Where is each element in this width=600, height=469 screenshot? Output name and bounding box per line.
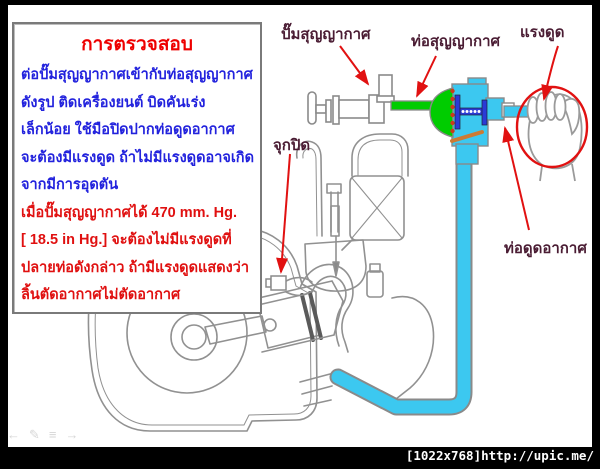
instruction-box: การตรวจสอบ ต่อปั๊มสุญญากาศเข้ากับท่อสุญญ… [12, 22, 262, 314]
pump-port [378, 74, 393, 98]
instruction-line: [ 18.5 in Hg.] จะต้องไม่มีแรงดูดที่ [21, 232, 232, 248]
air-cutoff-hose [329, 141, 473, 416]
engine-crosssection [87, 133, 435, 432]
instruction-line: ปลายท่อดังกล่าว ถ้ามีแรงดูดแสดงว่า [21, 259, 249, 276]
watermark-text: [1022x768]http://upic.me/ [405, 448, 594, 463]
diaphragm-rivets [450, 88, 455, 134]
diaphragm [429, 87, 454, 138]
air-cleaner-box [349, 175, 405, 241]
valve-lever [450, 130, 484, 143]
air-cutoff-valve [429, 77, 505, 165]
hand [526, 91, 583, 182]
instruction-line: ลิ้นตัดอากาศไม่ตัดอากาศ [21, 287, 181, 303]
valve-spring [461, 110, 481, 113]
air-tube-arrow [502, 126, 530, 231]
forward-icon[interactable]: → [65, 427, 79, 442]
label-vacuum-pump: ปั๊มสุญญากาศ [281, 26, 371, 43]
label-suction: แรงดูด [520, 24, 565, 41]
viewer-toolbar: ← ✎ ≡ → [7, 428, 79, 441]
vacuum-tube-arrow [416, 55, 437, 98]
label-vacuum-tube: ท่อสุญญากาศ [411, 33, 501, 50]
suction-arrow [541, 45, 559, 101]
closing-plug [265, 275, 287, 291]
instruction-line: เมื่อปั๊มสุญญากาศได้ 470 mm. Hg. [21, 204, 237, 221]
instruction-title: การตรวจสอบ [81, 34, 193, 55]
pump-arrow [339, 45, 370, 86]
label-air-suction-tube: ท่อดูดอากาศ [504, 240, 587, 257]
instruction-line: ต่อปั๊มสุญญากาศเข้ากับท่อสุญญากาศ [21, 67, 253, 83]
instruction-line: จะต้องมีแรงดูด ถ้าไม่มีแรงดูดอาจเกิด [21, 149, 254, 166]
list-icon[interactable]: ≡ [48, 427, 57, 442]
connecting-rod [204, 315, 267, 345]
instruction-lines: ต่อปั๊มสุญญากาศเข้ากับท่อสุญญากาศดังรูป … [14, 59, 260, 310]
instruction-line: ดังรูป ติดเครื่องยนต์ บิดคันเร่ง [21, 94, 206, 111]
back-icon[interactable]: ← [7, 427, 20, 442]
plug-arrow [276, 153, 291, 274]
instruction-line: จากมีการอุดตัน [21, 177, 119, 193]
instruction-line: เล็กน้อย ใช้มือปิดปากท่อดูดอากาศ [21, 122, 235, 138]
edit-icon[interactable]: ✎ [29, 427, 40, 442]
label-plug: จุกปิด [273, 137, 311, 154]
vacuum-pump [307, 74, 395, 125]
